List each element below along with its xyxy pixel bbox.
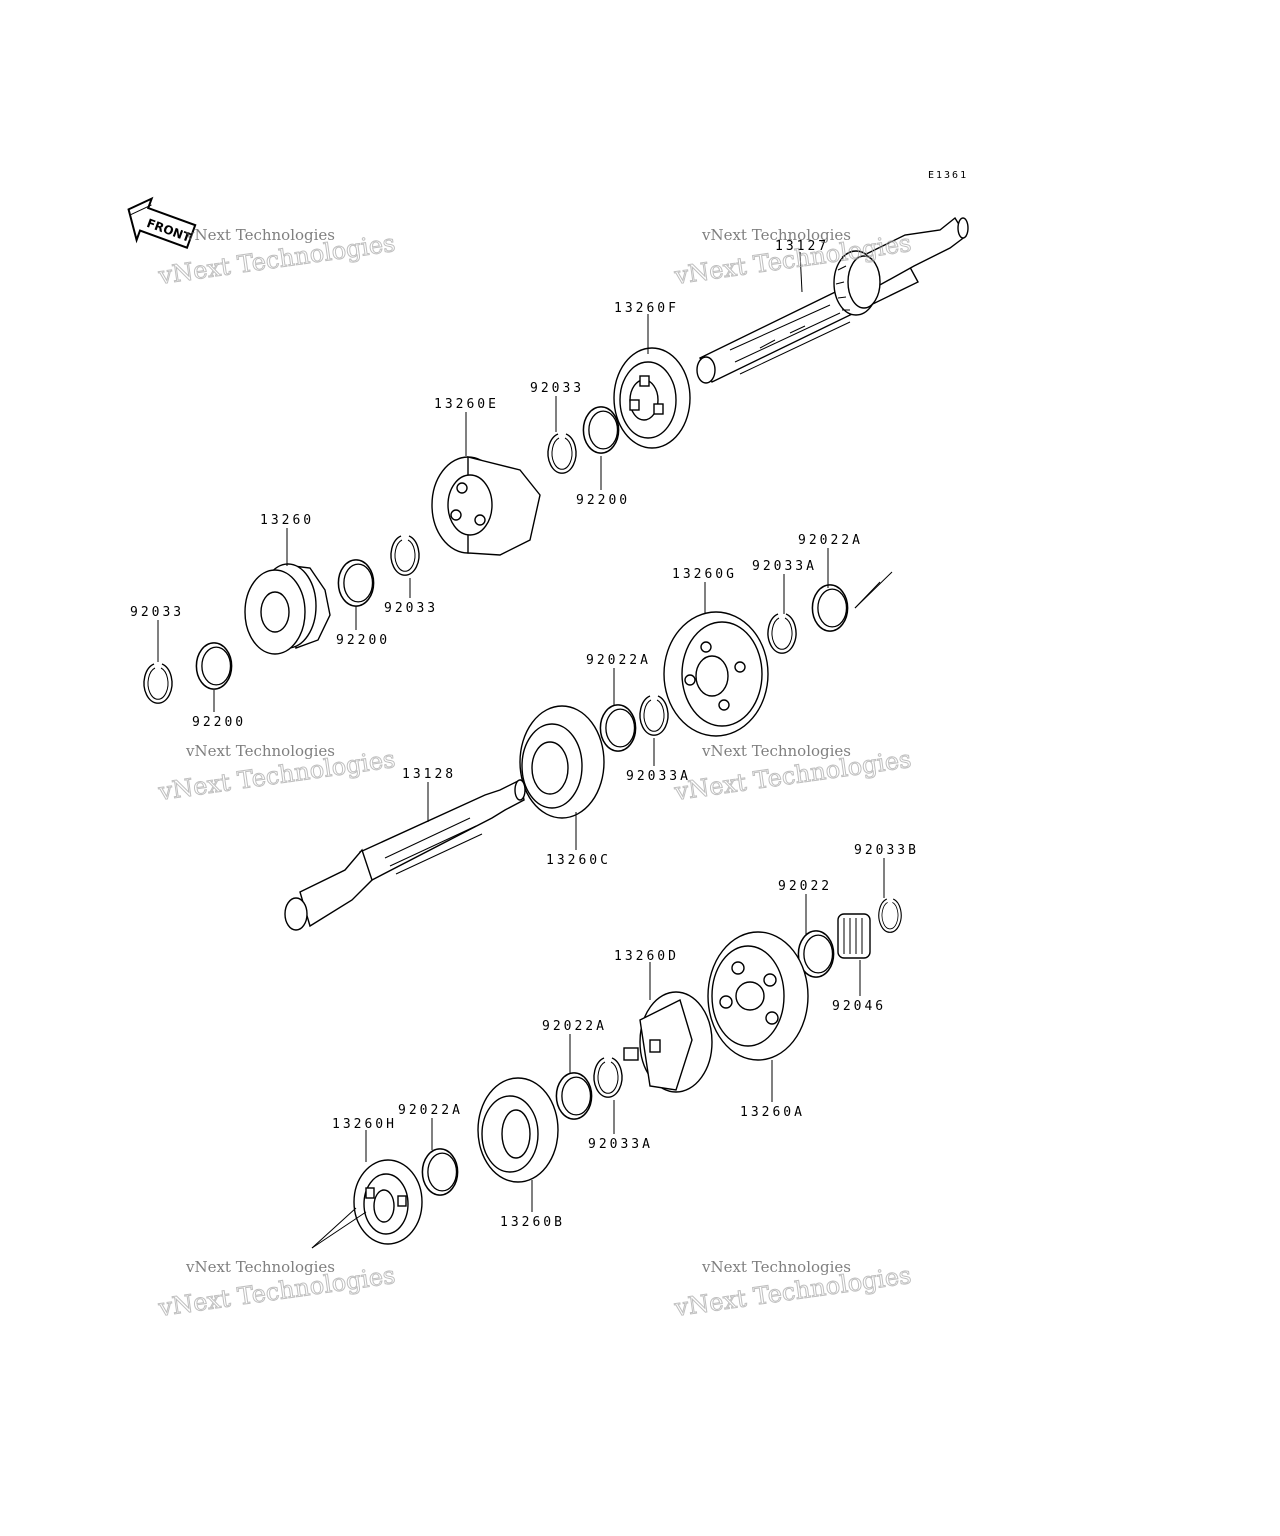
label-92033A-a: 92033A	[752, 559, 817, 574]
circlip-92033B	[878, 898, 902, 933]
gear-13260E	[431, 456, 541, 556]
washer-92022A-b	[599, 704, 637, 752]
watermark-top-left: vNext Technologies vNext Technologies	[155, 226, 397, 291]
shaft-13128	[284, 778, 526, 931]
label-92033B: 92033B	[854, 843, 919, 858]
label-92022A-a: 92022A	[798, 533, 863, 548]
label-92022A-c: 92022A	[542, 1019, 607, 1034]
svg-text:vNext Technologies: vNext Technologies	[701, 226, 851, 244]
label-13260F: 13260F	[614, 301, 679, 316]
label-92022: 92022	[778, 879, 832, 894]
label-92033-a: 92033	[530, 381, 584, 396]
gear-13260G	[663, 611, 769, 737]
label-13260C: 13260C	[546, 853, 611, 868]
label-13260B: 13260B	[500, 1215, 565, 1230]
svg-text:vNext Technologies: vNext Technologies	[701, 742, 851, 760]
watermark-bottom-right: vNext Technologies vNext Technologies	[671, 1258, 913, 1323]
label-13260A: 13260A	[740, 1105, 805, 1120]
label-92022A-d: 92022A	[398, 1103, 463, 1118]
circlip-92033-b	[390, 535, 420, 576]
label-92033A-b: 92033A	[626, 769, 691, 784]
gear-13260H	[353, 1159, 423, 1245]
circlip-92033-a	[547, 433, 577, 474]
svg-text:vNext Technologies: vNext Technologies	[185, 742, 335, 760]
label-13260D: 13260D	[614, 949, 679, 964]
label-92033A-c: 92033A	[588, 1137, 653, 1152]
gear-13260D	[623, 991, 713, 1093]
washer-92200-a	[582, 406, 620, 454]
bearing-92046	[837, 913, 871, 959]
front-arrow-icon: FRONT	[120, 196, 197, 249]
washer-92200-c	[195, 642, 233, 690]
gear-13260A	[707, 931, 809, 1061]
circlip-92033A-c	[593, 1057, 623, 1098]
svg-text:vNext Technologies: vNext Technologies	[701, 1258, 851, 1276]
label-92022A-b: 92022A	[586, 653, 651, 668]
label-13260: 13260	[260, 513, 314, 528]
label-92033-b: 92033	[384, 601, 438, 616]
circlip-92033-c	[143, 663, 173, 704]
svg-text:vNext Technologies: vNext Technologies	[185, 226, 335, 244]
label-13128: 13128	[402, 767, 456, 782]
circlip-92033A-a	[767, 613, 797, 654]
label-13260H: 13260H	[332, 1117, 397, 1132]
label-92033-c: 92033	[130, 605, 184, 620]
washer-92022A-a	[811, 584, 849, 632]
svg-text:vNext Technologies: vNext Technologies	[185, 1258, 335, 1276]
washer-92022A-d	[421, 1148, 459, 1196]
label-92046: 92046	[832, 999, 886, 1014]
gear-13260	[244, 563, 331, 655]
gear-13127-pinion	[833, 250, 881, 316]
circlip-92033A-b	[639, 695, 669, 736]
gear-13260B	[477, 1077, 559, 1183]
watermark-mid-left: vNext Technologies vNext Technologies	[155, 742, 397, 807]
label-13127: 13127	[775, 239, 829, 254]
watermark-bottom-left: vNext Technologies vNext Technologies	[155, 1258, 397, 1323]
label-13260G: 13260G	[672, 567, 737, 582]
label-92200-c: 92200	[192, 715, 246, 730]
washer-92200-b	[337, 559, 375, 607]
label-13260E: 13260E	[434, 397, 499, 412]
gear-13260C	[519, 705, 605, 819]
label-92200-a: 92200	[576, 493, 630, 508]
figure-code: E1361	[928, 170, 968, 181]
label-92200-b: 92200	[336, 633, 390, 648]
washer-92022A-c	[555, 1072, 593, 1120]
gear-13260F	[613, 347, 691, 449]
watermark-mid-right: vNext Technologies vNext Technologies	[671, 742, 913, 807]
